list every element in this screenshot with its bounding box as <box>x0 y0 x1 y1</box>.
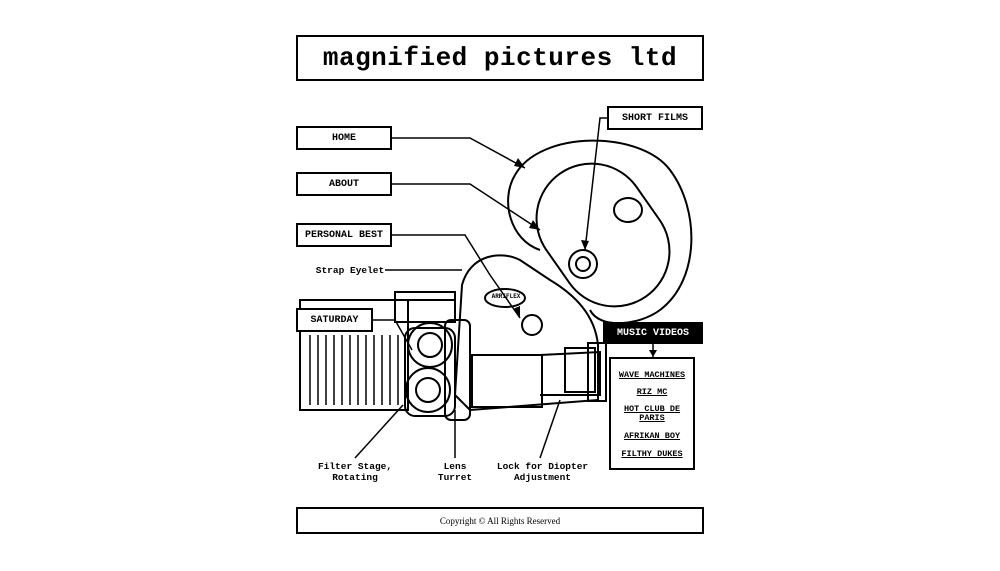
nav-about[interactable]: ABOUT <box>296 172 392 196</box>
site-title[interactable]: magnified pictures ltd <box>296 35 704 81</box>
nav-short-films[interactable]: SHORT FILMS <box>607 106 703 130</box>
arriflex-logo: ARRIFLEX <box>491 293 521 300</box>
nav-personal-best[interactable]: PERSONAL BEST <box>296 223 392 247</box>
music-video-link-riz-mc[interactable]: RIZ MC <box>636 387 668 397</box>
footer-copyright: Copyright © All Rights Reserved <box>296 507 704 534</box>
music-video-link-filthy-dukes[interactable]: FILTHY DUKES <box>621 449 683 459</box>
music-videos-list: WAVE MACHINES RIZ MC HOT CLUB DE PARIS A… <box>609 357 695 470</box>
music-video-link-afrikan-boy[interactable]: AFRIKAN BOY <box>623 431 681 441</box>
label-diopter-lock: Lock for Diopter Adjustment <box>496 461 589 483</box>
label-lens-turret: Lens Turret <box>437 461 473 483</box>
nav-saturday[interactable]: SATURDAY <box>296 308 373 332</box>
nav-music-videos[interactable]: MUSIC VIDEOS <box>603 322 703 344</box>
music-video-link-hot-club-de-paris[interactable]: HOT CLUB DE PARIS <box>623 404 681 423</box>
label-strap-eyelet: Strap Eyelet <box>315 265 385 276</box>
music-video-link-wave-machines[interactable]: WAVE MACHINES <box>618 370 686 380</box>
label-filter-stage: Filter Stage, Rotating <box>317 461 393 483</box>
nav-home[interactable]: HOME <box>296 126 392 150</box>
